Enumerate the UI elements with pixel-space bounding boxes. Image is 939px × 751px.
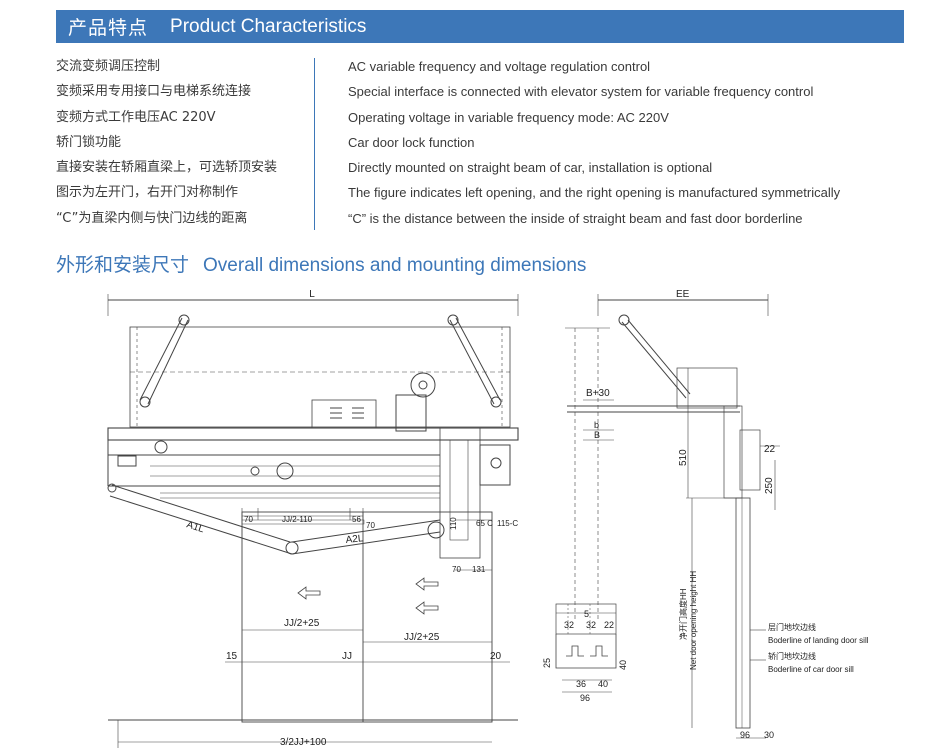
dim-65-c: 65 C — [476, 519, 493, 528]
characteristic-cn: 变频方式工作电压AC 220V — [56, 109, 216, 125]
dim-EE: EE — [676, 289, 690, 300]
characteristics-en-column: AC variable frequency and voltage regula… — [348, 54, 908, 231]
dimensions-title-en: Overall dimensions and mounting dimensio… — [203, 255, 587, 276]
dim-A1L: A1L — [185, 519, 206, 535]
dim-jj-2-110: JJ/2-110 — [282, 515, 313, 524]
column-divider — [314, 58, 315, 230]
side-view — [565, 294, 780, 739]
dim-sill-40a: 40 — [618, 660, 628, 670]
header-title-cn: 产品特点 — [68, 17, 149, 39]
dim-b: b — [594, 420, 599, 430]
dim-250: 250 — [764, 477, 775, 494]
characteristic-en: AC variable frequency and voltage regula… — [348, 59, 651, 74]
dim-3-2jj-100: 3/2JJ+100 — [280, 737, 327, 748]
characteristic-en: Directly mounted on straight beam of car… — [348, 160, 713, 176]
dim-sill-25: 25 — [542, 658, 552, 668]
characteristic-en: Operating voltage in variable frequency … — [348, 109, 669, 125]
dim-20: 20 — [490, 651, 502, 662]
hh-label-cn: 净开门高度HH — [678, 588, 688, 640]
dim-22: 22 — [764, 444, 776, 455]
characteristic-cn: 直接安装在轿厢直梁上，可选轿顶安装 — [56, 160, 278, 176]
dim-110: 110 — [449, 517, 458, 530]
characteristic-cn: “C”为直梁内侧与快门边线的距离 — [56, 210, 248, 226]
dim-A2L: A2L — [345, 533, 364, 546]
dim-sill-22: 22 — [604, 620, 614, 630]
header-title-en: Product Characteristics — [170, 15, 367, 37]
dim-115-c: 115-C — [497, 519, 518, 528]
characteristics-cn-column: 交流变频调压控制 变频采用专用接口与电梯系统连接 变频方式工作电压AC 220V… — [56, 54, 318, 231]
characteristic-en: “C” is the distance between the inside o… — [348, 210, 803, 226]
hh-label-en: Net door opening height HH — [689, 571, 698, 670]
dim-510: 510 — [678, 449, 689, 466]
dimensions-title-cn: 外形和安装尺寸 — [56, 254, 190, 276]
dim-70-mid: 70 — [366, 521, 375, 530]
dim-sill-5: 5 — [584, 609, 589, 619]
characteristic-cn: 交流变频调压控制 — [56, 59, 161, 74]
characteristic-cn: 轿门锁功能 — [56, 134, 122, 150]
characteristic-cn: 图示为左开门，右开门对称制作 — [56, 185, 239, 201]
front-view — [107, 294, 519, 748]
sill-section-view — [555, 603, 617, 693]
dim-B-plus-30: B+30 — [586, 388, 610, 399]
dim-sill-32a: 32 — [564, 620, 574, 630]
dimensions-section-title: 外形和安装尺寸 Overall dimensions and mounting … — [56, 250, 586, 277]
dim-B: B — [594, 430, 600, 440]
landing-sill-cn: 层门地坎边线 — [768, 622, 816, 632]
characteristic-en: The figure indicates left opening, and t… — [348, 185, 841, 201]
dim-sill-96: 96 — [580, 693, 590, 703]
dim-96-side: 96 — [740, 730, 750, 740]
dim-70-bottom: 70 — [452, 565, 461, 574]
characteristic-en: Car door lock function — [348, 134, 475, 150]
dim-jj-2-25-right: JJ/2+25 — [404, 632, 440, 643]
dim-30-side: 30 — [764, 730, 774, 740]
characteristic-en: Special interface is connected with elev… — [348, 84, 814, 100]
car-sill-en: Boderline of car door sill — [768, 665, 854, 674]
dimension-drawing: L A1L A2L JJ/2-110 70 56 70 110 65 C 115… — [107, 289, 869, 748]
dim-131: 131 — [472, 565, 486, 574]
characteristics-table: 交流变频调压控制 变频采用专用接口与电梯系统连接 变频方式工作电压AC 220V… — [56, 54, 916, 234]
dim-15: 15 — [226, 651, 238, 662]
landing-sill-en: Boderline of landing door sill — [768, 636, 869, 645]
dim-L: L — [309, 289, 315, 300]
characteristic-cn: 变频采用专用接口与电梯系统连接 — [56, 84, 252, 100]
dim-sill-36: 36 — [576, 679, 586, 689]
dim-56: 56 — [352, 515, 361, 524]
dim-jj-2-25-left: JJ/2+25 — [284, 618, 320, 629]
dim-sill-40b: 40 — [598, 679, 608, 689]
dim-JJ: JJ — [342, 651, 352, 662]
car-sill-cn: 轿门地坎边线 — [768, 651, 816, 661]
characteristics-header-bar: 产品特点 Product Characteristics — [56, 10, 904, 43]
dim-sill-32b: 32 — [586, 620, 596, 630]
dim-70-left: 70 — [244, 515, 253, 524]
